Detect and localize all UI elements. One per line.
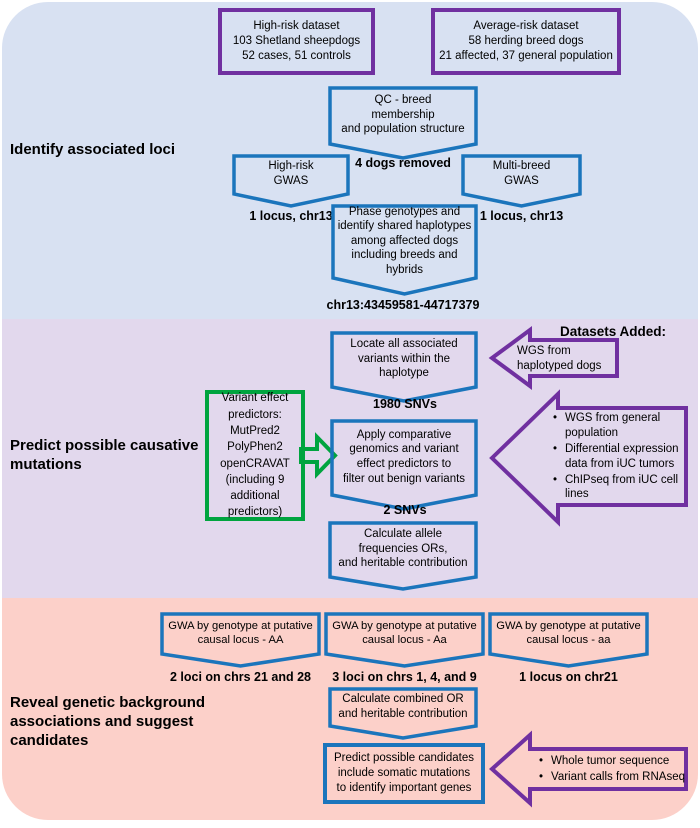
section-label-predict: Predict possible causative mutations (10, 437, 199, 473)
gwa-genotype-Aa-step: GWA by genotype at putative causal locus… (324, 612, 485, 668)
snv-count-1980-label: 1980 SNVs (373, 397, 437, 411)
tumor-data-item: Variant calls from RNAseq (536, 770, 686, 785)
phase-haplotypes-step: Phase genotypes and identify shared hapl… (331, 204, 478, 296)
added-dataset-item: WGS from general population (550, 411, 682, 440)
multi-breed-gwas-result: 1 locus, chr13 (479, 209, 564, 223)
section-label-reveal: Reveal genetic background associations a… (10, 694, 206, 749)
apply-filters-step: Apply comparative genomics and variant e… (330, 419, 478, 511)
snv-count-2-label: 2 SNVs (383, 503, 427, 517)
gwa-genotype-aa-step: GWA by genotype at putative causal locus… (488, 612, 649, 668)
qc-step: QC - breed membership and population str… (328, 86, 478, 160)
high-risk-dataset-box: High-risk dataset 103 Shetland sheepdogs… (218, 8, 375, 75)
gwa-genotype-AA-step: GWA by genotype at putative causal locus… (160, 612, 321, 668)
high-risk-gwas-result: 1 locus, chr13 (249, 209, 333, 223)
added-datasets-arrow: WGS from general population Differential… (489, 389, 688, 527)
multi-breed-gwas-label: Multi-breed GWAS (492, 160, 551, 187)
identify-loci-band (2, 2, 698, 319)
calc-allele-step: Calculate allele frequencies ORs, and he… (328, 521, 478, 591)
haplotype-region-label: chr13:43459581-44717379 (326, 298, 480, 312)
variant-predictors-box: Variant effect predictors: MutPred2 Poly… (205, 390, 305, 521)
phase-haplotypes-label: Phase genotypes and identify shared hapl… (337, 205, 472, 276)
high-risk-gwas-step: High-risk GWAS (232, 154, 350, 208)
average-risk-dataset-box: Average-risk dataset 58 herding breed do… (431, 8, 621, 75)
datasets-added-label: Datasets Added: (559, 324, 667, 339)
dogs-removed-label: 4 dogs removed (355, 156, 451, 170)
calc-allele-label: Calculate allele frequencies ORs, and he… (338, 528, 468, 570)
calc-combined-step: Calculate combined OR and heritable cont… (328, 687, 478, 740)
wgs-haplotyped-arrow-label: WGS from haplotyped dogs (517, 345, 602, 372)
qc-step-label: QC - breed membership and population str… (341, 94, 465, 136)
wgs-haplotyped-arrow: WGS from haplotyped dogs (488, 326, 620, 392)
predictors-input-arrow (299, 432, 338, 479)
locate-variants-label: Locate all associated variants within th… (350, 338, 458, 380)
multi-breed-gwas-step: Multi-breed GWAS (461, 154, 582, 208)
locate-variants-step: Locate all associated variants within th… (330, 331, 478, 403)
gwa-AA-result: 2 loci on chrs 21 and 28 (169, 670, 312, 684)
tumor-data-arrow: Whole tumor sequence Variant calls from … (489, 729, 688, 809)
gwa-genotype-AA-label: GWA by genotype at putative causal locus… (168, 619, 313, 646)
gwa-genotype-aa-label: GWA by genotype at putative causal locus… (496, 619, 641, 646)
predict-candidates-box: Predict possible candidates include soma… (323, 743, 485, 804)
gwa-genotype-Aa-label: GWA by genotype at putative causal locus… (332, 619, 477, 646)
added-dataset-item: Differential expression data from iUC tu… (550, 442, 682, 471)
added-dataset-item: ChIPseq from iUC cell lines (550, 473, 682, 502)
gwa-aa-result: 1 locus on chr21 (519, 670, 618, 684)
gwa-Aa-result: 3 loci on chrs 1, 4, and 9 (332, 670, 477, 684)
tumor-data-item: Whole tumor sequence (536, 754, 686, 769)
apply-filters-label: Apply comparative genomics and variant e… (342, 428, 466, 485)
calc-combined-label: Calculate combined OR and heritable cont… (338, 692, 468, 720)
high-risk-gwas-label: High-risk GWAS (268, 160, 314, 187)
section-label-identify: Identify associated loci (10, 141, 176, 158)
